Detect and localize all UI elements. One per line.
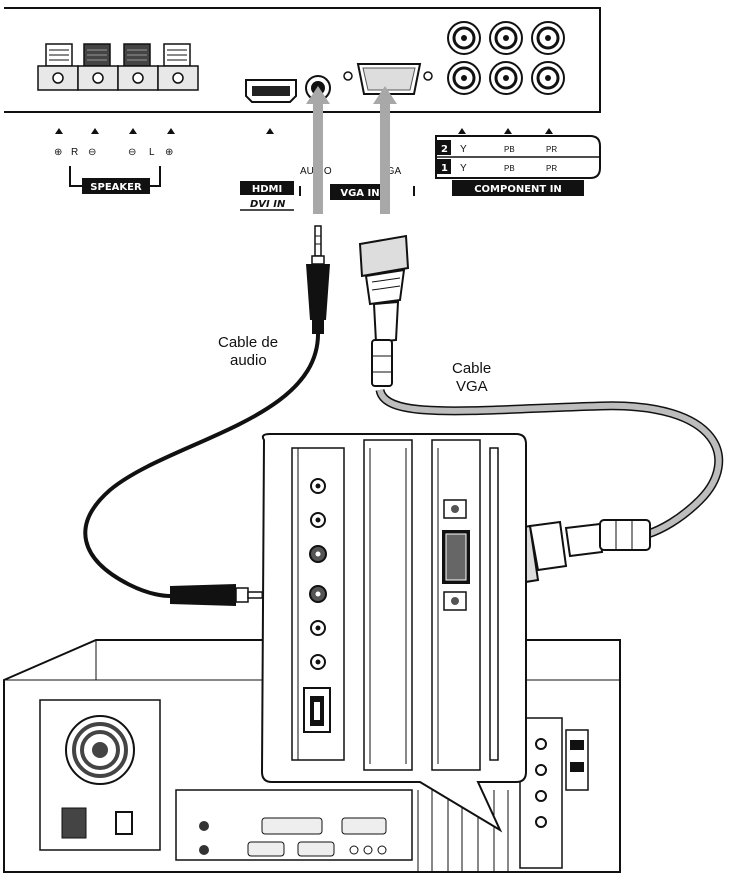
- vga-badge-bg: [330, 184, 390, 200]
- component-row2-pb: PB: [504, 145, 515, 154]
- expansion-card-callout: [260, 433, 527, 833]
- speaker-mark-r: R: [71, 147, 78, 158]
- vga-badge: VGA IN: [340, 188, 379, 199]
- hdmi-port: [245, 79, 297, 103]
- speaker-terminals: [37, 43, 199, 91]
- component-badge: COMPONENT IN: [474, 184, 562, 195]
- rca-jack: [489, 21, 523, 55]
- dvi-badge: DVI IN: [250, 199, 286, 210]
- audio-plug-top: [306, 225, 330, 334]
- speaker-mark-plus-r: ⊕: [54, 147, 62, 158]
- speaker-mark-plus-l: ⊕: [165, 147, 173, 158]
- vga-cable-caption-line2: VGA: [456, 378, 488, 395]
- audio-cable-caption-line2: audio: [230, 352, 267, 369]
- component-badge-bg: [452, 180, 584, 196]
- vga-cable-caption-line1: Cable: [452, 360, 491, 377]
- rca-jack: [447, 61, 481, 95]
- vga-label: VGA: [380, 166, 401, 177]
- rca-jack: [531, 61, 565, 95]
- rca-jack: [531, 21, 565, 55]
- speaker-badge: SPEAKER: [90, 182, 142, 193]
- speaker-terminal-l-plus: [157, 43, 199, 91]
- speaker-mark-minus-l: ⊖: [128, 147, 136, 158]
- graphics-card-bracket: [431, 439, 481, 771]
- speaker-terminal-l-minus: [117, 43, 159, 91]
- rca-jack: [447, 21, 481, 55]
- fan-icon: [65, 715, 135, 785]
- speaker-badge-bg: [82, 178, 150, 194]
- sound-card-bracket: [291, 447, 345, 761]
- right-slot-bracket: [489, 447, 499, 761]
- component-row1-y: Y: [460, 163, 467, 174]
- hdmi-labels: HDMI DVI IN: [240, 128, 294, 211]
- component-labels: 2 Y PB PR 1 Y PB PR COMPONENT IN: [435, 128, 601, 196]
- speaker-mark-l: L: [149, 147, 155, 158]
- speaker-mark-minus-r: ⊖: [88, 147, 96, 158]
- component-jacks: [447, 21, 565, 95]
- audio-cable-caption-line1: Cable de: [218, 334, 278, 351]
- component-row2-num: 2: [441, 144, 448, 155]
- power-switch-icon: [115, 811, 133, 835]
- component-row1-pr: PR: [546, 164, 557, 173]
- component-row1-pb: PB: [504, 164, 515, 173]
- hdmi-badge-bg: [240, 181, 294, 195]
- component-row2-y: Y: [460, 144, 467, 155]
- hdmi-badge: HDMI: [252, 184, 282, 195]
- component-row1-num: 1: [441, 163, 448, 174]
- component-row2-pr: PR: [546, 145, 557, 154]
- vga-port: [343, 63, 433, 95]
- rca-jack: [489, 61, 523, 95]
- tv-back-panel: [4, 7, 601, 113]
- vga-plug-top: [358, 234, 410, 387]
- speaker-labels: ⊕ R ⊖ ⊖ L ⊕ SPEAKER: [54, 128, 175, 194]
- blank-slot-bracket: [363, 439, 413, 771]
- power-socket-icon: [61, 807, 87, 839]
- connection-arrows: [306, 86, 397, 214]
- speaker-terminal-r-plus: [37, 43, 79, 91]
